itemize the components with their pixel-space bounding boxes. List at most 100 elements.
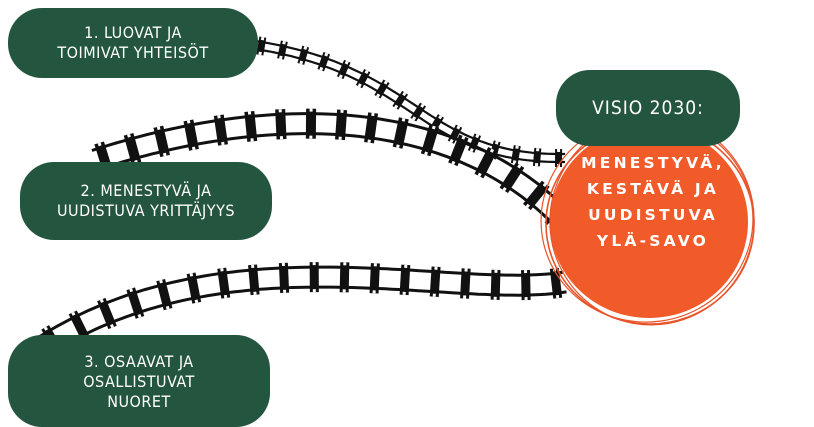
track-bolt [372,290,376,294]
track-tie [186,272,202,304]
track-bolt [258,51,262,56]
track-tie [355,69,371,89]
pathway-2-line-2: UUDISTUVA YRITTÄJYYS [57,201,235,220]
track-rail [97,132,559,230]
track-bolt [494,269,498,273]
track-bolt [475,134,480,139]
track-tie [447,124,463,144]
track-bolt [283,289,287,293]
track-bolt [555,294,560,299]
railway-diagram [38,36,755,356]
track-bolt [186,120,191,124]
track-rail [255,39,565,156]
track-bolt [340,109,344,113]
track-bolt [99,299,104,303]
track-tie [317,52,331,72]
track-bolt [357,83,362,88]
track-bolt [247,111,252,115]
track-bolt [469,148,474,153]
track-bolt [512,160,517,164]
track-tie [244,111,258,142]
track-bolt [97,142,102,147]
track-bolt [253,291,257,295]
track-bolt [162,152,167,157]
track-bolt [376,93,381,98]
track-bolt [220,268,224,272]
track-bolt [420,103,425,108]
pathway-pill-2: 2. MENESTYVÄ JA UUDISTUVA YRITTÄJYYS [20,162,272,240]
track-rail [38,265,564,338]
track-bolt [371,112,375,117]
track-bolt [449,138,454,143]
track-bolt [383,80,388,85]
track-bolt [494,140,499,145]
track-bolt [221,141,225,146]
track-bolt [338,74,343,79]
track-tie [335,109,348,141]
vision-circle-fill [550,126,748,318]
track-bolt [489,148,495,153]
track-bolt [43,326,48,331]
track-bolt [110,324,114,328]
track-tie [183,119,199,151]
track-bolt [536,148,540,152]
vision-line-2: KESTÄVÄ JA [586,180,720,198]
track-tie [297,45,310,65]
track-bolt [312,262,316,266]
track-bolt [432,293,436,297]
track-bolt [260,36,265,41]
pathway-1-line-2: TOIMIVAT YHTEISÖT [57,43,209,62]
track-bolt [282,40,286,45]
track-rail [254,47,565,164]
track-bolt [250,138,254,142]
track-tie [217,267,231,299]
track-tie [399,264,411,296]
track-bolt [367,139,371,143]
track-bolt [343,262,347,266]
track-bolt [279,136,284,140]
track-tie [467,133,482,153]
track-bolt [451,160,456,165]
pathway-1-line-1: 1. LUOVAT JA [84,23,182,42]
track-bolt [502,186,507,192]
track-bolt [373,263,377,267]
track-rail [49,285,567,355]
track-bolt [223,294,228,299]
pathway-3-line-2: OSALLISTUVAT [83,372,195,391]
track-bolt [278,109,282,113]
track-bolt [524,297,528,301]
track-bolt [303,46,308,50]
track-tie [429,266,441,297]
track-bolt [194,299,199,304]
vision-line-1: MENESTYVÄ, [581,154,725,172]
track-tie [364,112,379,144]
pathway-pill-3: 3. OSAAVAT JA OSALLISTUVAT NUORET [8,335,270,427]
track-bolt [156,126,161,131]
track-tie [309,262,319,293]
track-bolt [309,108,313,112]
track-tie [305,108,317,139]
track-bolt [517,164,522,169]
track-bolt [364,69,369,74]
track-bolt [191,146,196,151]
pathway-pill-1: 1. LUOVAT JA TOIMIVAT YHTEISÖT [8,8,258,78]
vision-line-4: YLÄ-SAVO [596,232,710,250]
track-bolt [401,118,406,122]
track-bolt [342,289,346,293]
track-bolt [309,135,313,139]
track-bolt [402,291,406,295]
track-bolt [127,133,131,138]
track-bolt [463,295,467,299]
track-bolt [394,104,399,109]
track-tie [275,109,287,140]
track-tie [277,40,288,60]
track-bolt [402,91,407,97]
track-bolt [461,135,466,140]
track-tie [248,264,260,296]
track-bolt [338,136,342,140]
pathway-3-line-1: 3. OSAAVAT JA [84,352,194,371]
track-bolt [431,125,436,130]
track-tie [549,267,563,299]
track-bolt [515,145,519,149]
track-tie [490,269,501,300]
